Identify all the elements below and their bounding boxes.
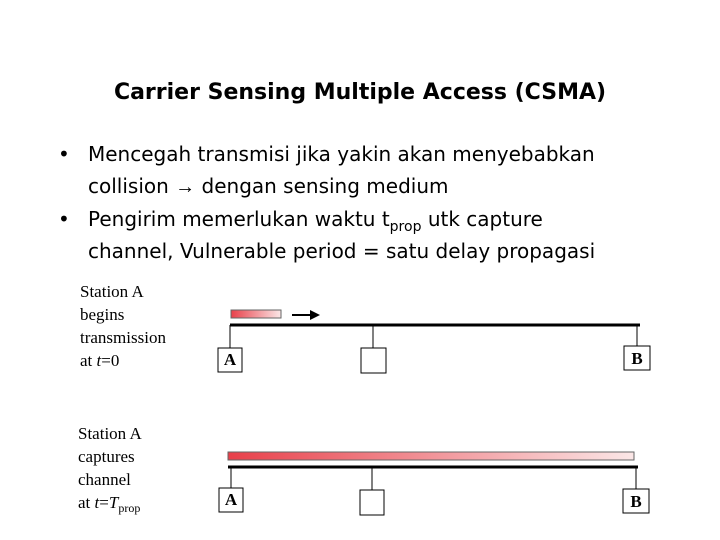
caption-var: t — [96, 351, 102, 370]
caption-eq: = — [99, 493, 109, 512]
caption-sub: prop — [118, 501, 141, 515]
panel-1-caption-line: transmission — [80, 328, 166, 347]
station-b-box — [623, 345, 651, 371]
caption-eq: =0 — [101, 351, 120, 370]
bullet-1: • Mencegah transmisi jika yakin akan men… — [58, 138, 708, 203]
panel-1-caption-line: begins — [80, 305, 125, 324]
panel-2-caption-line: Station A — [78, 424, 142, 443]
bullet-dot: • — [58, 142, 70, 166]
bullet-1-text-b: dengan sensing medium — [195, 174, 449, 198]
signal-bar-full — [227, 451, 635, 461]
bullet-list: • Mencegah transmisi jika yakin akan men… — [58, 138, 708, 267]
panel-2-caption-time: at t=Tprop — [78, 491, 142, 514]
bullet-dot: • — [58, 207, 70, 231]
station-a-label: A — [225, 490, 238, 509]
panel-2-caption-line: captures — [78, 447, 135, 466]
slide-title: Carrier Sensing Multiple Access (CSMA) — [113, 80, 607, 105]
caption-var: t — [94, 493, 100, 512]
station-a-box — [217, 347, 243, 373]
station-b-label: B — [631, 349, 642, 368]
bullet-2: • Pengirim memerlukan waktu tprop utk ca… — [58, 203, 708, 267]
bullet-2-line-1: Pengirim memerlukan waktu tprop utk capt… — [88, 203, 708, 235]
station-b-box — [622, 488, 650, 514]
caption-at: at — [78, 493, 95, 512]
implies-arrow-icon: → — [175, 176, 196, 198]
bullet-2-text-b: utk capture — [421, 207, 543, 231]
panel-1-caption-time: at t=0 — [80, 349, 166, 372]
bullet-2-line-2: channel, Vulnerable period = satu delay … — [88, 239, 596, 263]
station-b-label: B — [630, 492, 641, 511]
caption-T: T — [108, 493, 119, 512]
panel-2-caption-line: channel — [78, 470, 131, 489]
bullet-1-line-1: Mencegah transmisi jika yakin akan menye… — [88, 142, 595, 166]
station-mid-box — [359, 489, 385, 516]
bullet-2-text-a: Pengirim memerlukan waktu t — [88, 207, 390, 231]
station-a-box — [218, 487, 244, 513]
bullet-1-text-a: collision — [88, 174, 176, 198]
tprop-subscript: prop — [389, 219, 422, 235]
panel-2-diagram: A B — [218, 451, 650, 516]
panel-1-caption: Station A begins transmission at t=0 — [80, 280, 166, 372]
bullet-1-line-2: collision → dengan sensing medium — [88, 170, 708, 203]
station-a-label: A — [224, 350, 237, 369]
panel-1-diagram: A B — [217, 309, 651, 374]
arrow-right-icon — [292, 310, 320, 320]
panel-1-caption-line: Station A — [80, 282, 144, 301]
signal-bar-short — [230, 309, 282, 319]
station-mid-box — [360, 347, 387, 374]
caption-at: at — [80, 351, 97, 370]
panel-2-caption: Station A captures channel at t=Tprop — [78, 422, 142, 514]
